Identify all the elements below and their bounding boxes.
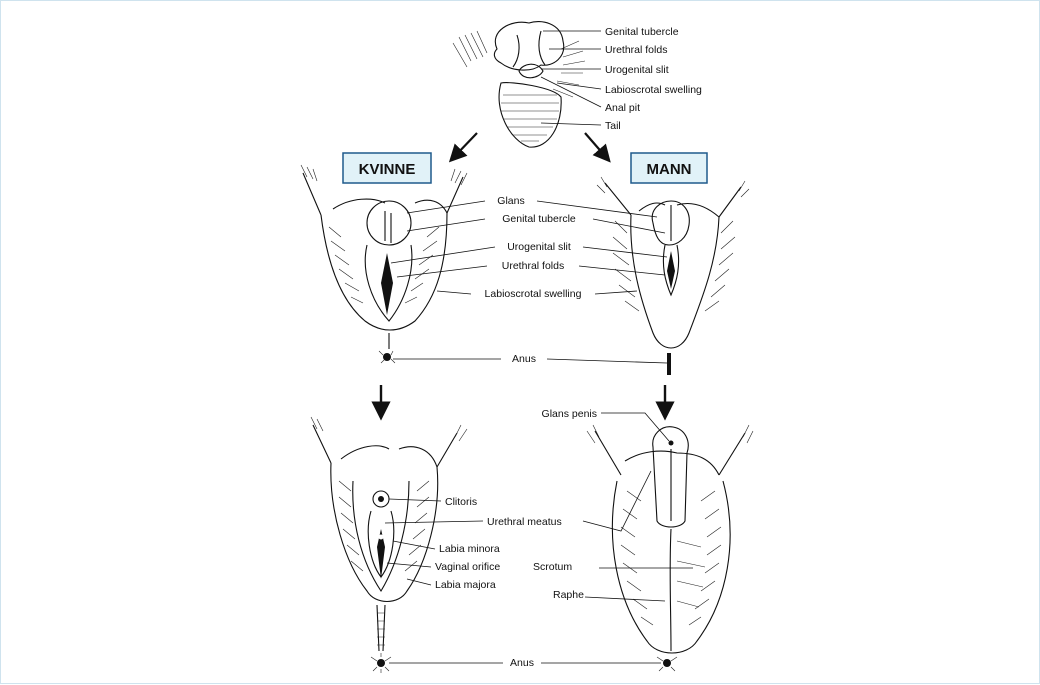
male-labels: Glans penis Scrotum Raphe [533,408,597,601]
label-genital-tubercle-top: Genital tubercle [605,26,679,38]
label-urogenital-slit-mid: Urogenital slit [507,241,571,253]
label-vaginal-orifice: Vaginal orifice [435,561,500,573]
label-raphe: Raphe [553,589,584,601]
label-glans: Glans [497,195,524,207]
male-intermediate-drawing [597,177,749,375]
label-urethral-folds-mid: Urethral folds [502,260,564,272]
male-box: MANN [631,153,707,183]
arrow-to-male [585,133,605,156]
label-labia-minora: Labia minora [439,543,500,555]
female-box: KVINNE [343,153,431,183]
label-urethral-folds-top: Urethral folds [605,44,667,56]
bottom-labels: Anus [510,657,534,669]
top-labels: Genital tubercle Urethral folds Urogenit… [605,26,702,132]
bottom-leaders [385,413,693,663]
label-anus-mid: Anus [512,353,536,365]
male-mature-drawing [587,425,753,671]
label-glans-penis: Glans penis [542,408,597,420]
middle-leaders [391,201,667,363]
label-tail: Tail [605,120,621,132]
male-box-label: MANN [647,161,692,178]
label-urogenital-slit-top: Urogenital slit [605,64,669,76]
label-anal-pit: Anal pit [605,102,640,114]
label-genital-tubercle-mid: Genital tubercle [502,213,576,225]
label-labioscrotal-swelling-mid: Labioscrotal swelling [485,288,582,300]
arrow-to-female [455,133,477,156]
label-labioscrotal-swelling-top: Labioscrotal swelling [605,84,702,96]
label-anus-bottom: Anus [510,657,534,669]
label-clitoris: Clitoris [445,496,477,508]
label-labia-majora: Labia majora [435,579,496,591]
female-labels: Clitoris Urethral meatus Labia minora Va… [435,496,562,591]
female-intermediate-drawing [301,165,467,363]
label-urethral-meatus: Urethral meatus [487,516,562,528]
female-box-label: KVINNE [359,161,416,178]
label-scrotum: Scrotum [533,561,572,573]
middle-labels: Glans Genital tubercle Urogenital slit U… [485,195,582,365]
